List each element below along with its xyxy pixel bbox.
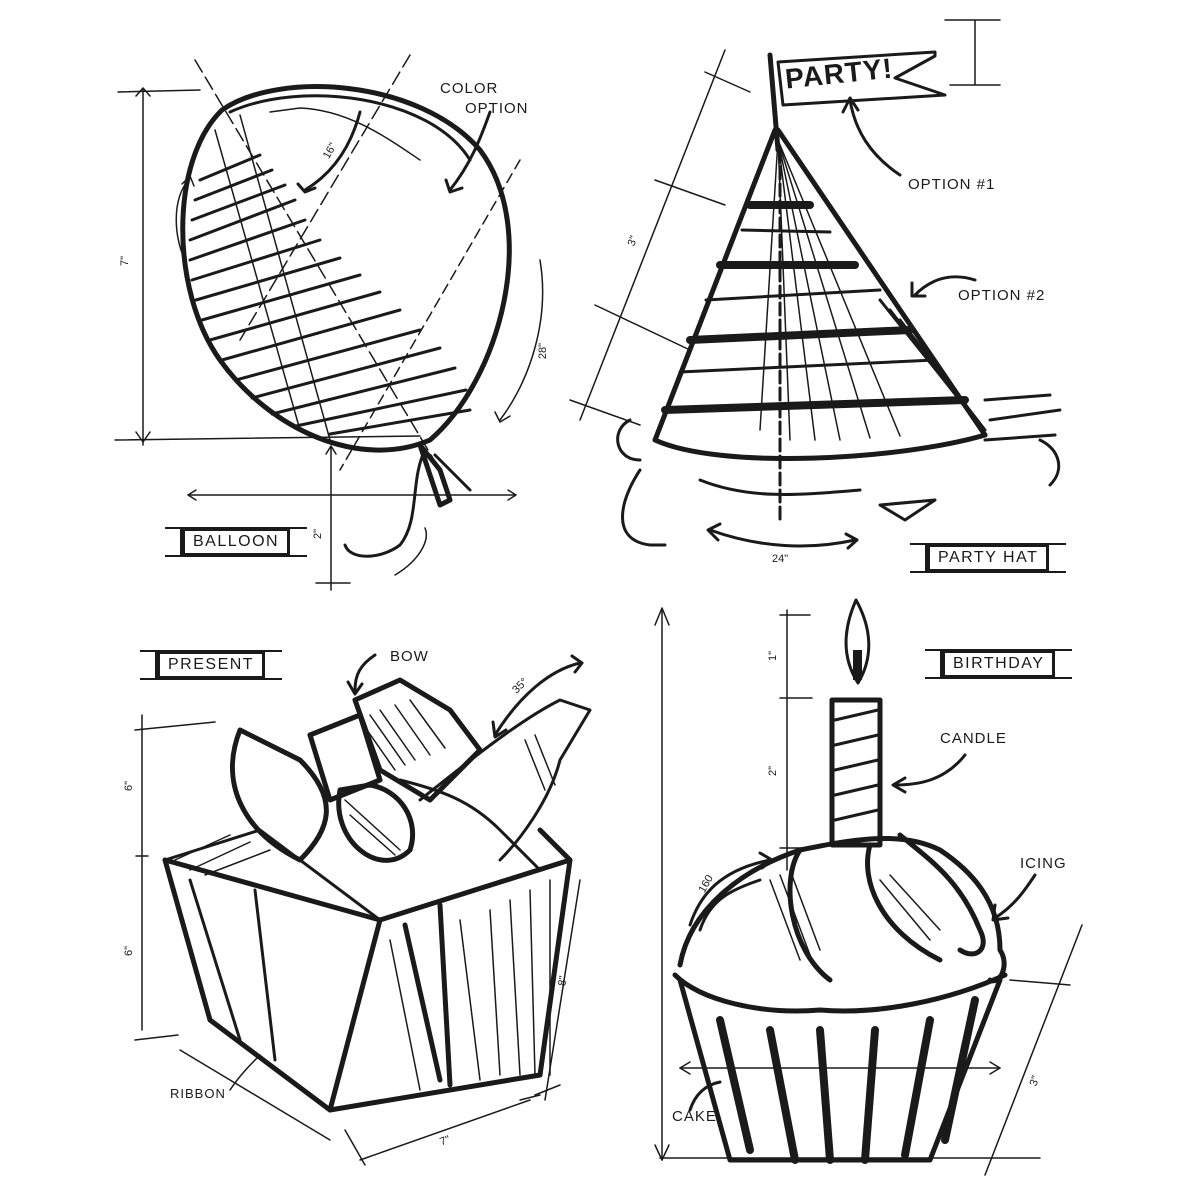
balloon-height-dimension: 7" [119,255,132,267]
candle-label: CANDLE [940,730,1007,747]
balloon-string-dimension: 2" [312,528,325,540]
cake-label: CAKE [672,1108,717,1125]
option-1-label: OPTION #1 [908,176,996,193]
balloon-sketch [114,54,544,591]
icing-label: ICING [1020,855,1067,872]
party-hat-title-label: PARTY HAT [909,543,1067,573]
flame-dimension: 1" [767,650,780,662]
color-option-label-line2: OPTION [465,100,529,117]
birthday-title-label: BIRTHDAY [924,649,1073,679]
balloon-side-dimension: 28" [537,342,550,360]
present-depth-dimension: 8" [556,975,570,987]
party-hat-sketch [569,19,1062,550]
option-2-label: OPTION #2 [958,287,1046,304]
present-sketch [134,653,592,1166]
cupcake-sketch [654,598,1083,1176]
present-title-label: PRESENT [139,650,283,680]
ribbon-label: RIBBON [170,1086,226,1101]
bow-label: BOW [390,648,429,665]
balloon-title-label: BALLOON [164,527,308,557]
color-option-label-line1: COLOR [440,80,499,97]
party-hat-base-dimension: 24" [772,553,789,565]
present-box-height-dimension: 6" [123,945,136,957]
present-bow-height-dimension: 6" [123,780,136,792]
candle-dimension: 2" [767,765,780,777]
